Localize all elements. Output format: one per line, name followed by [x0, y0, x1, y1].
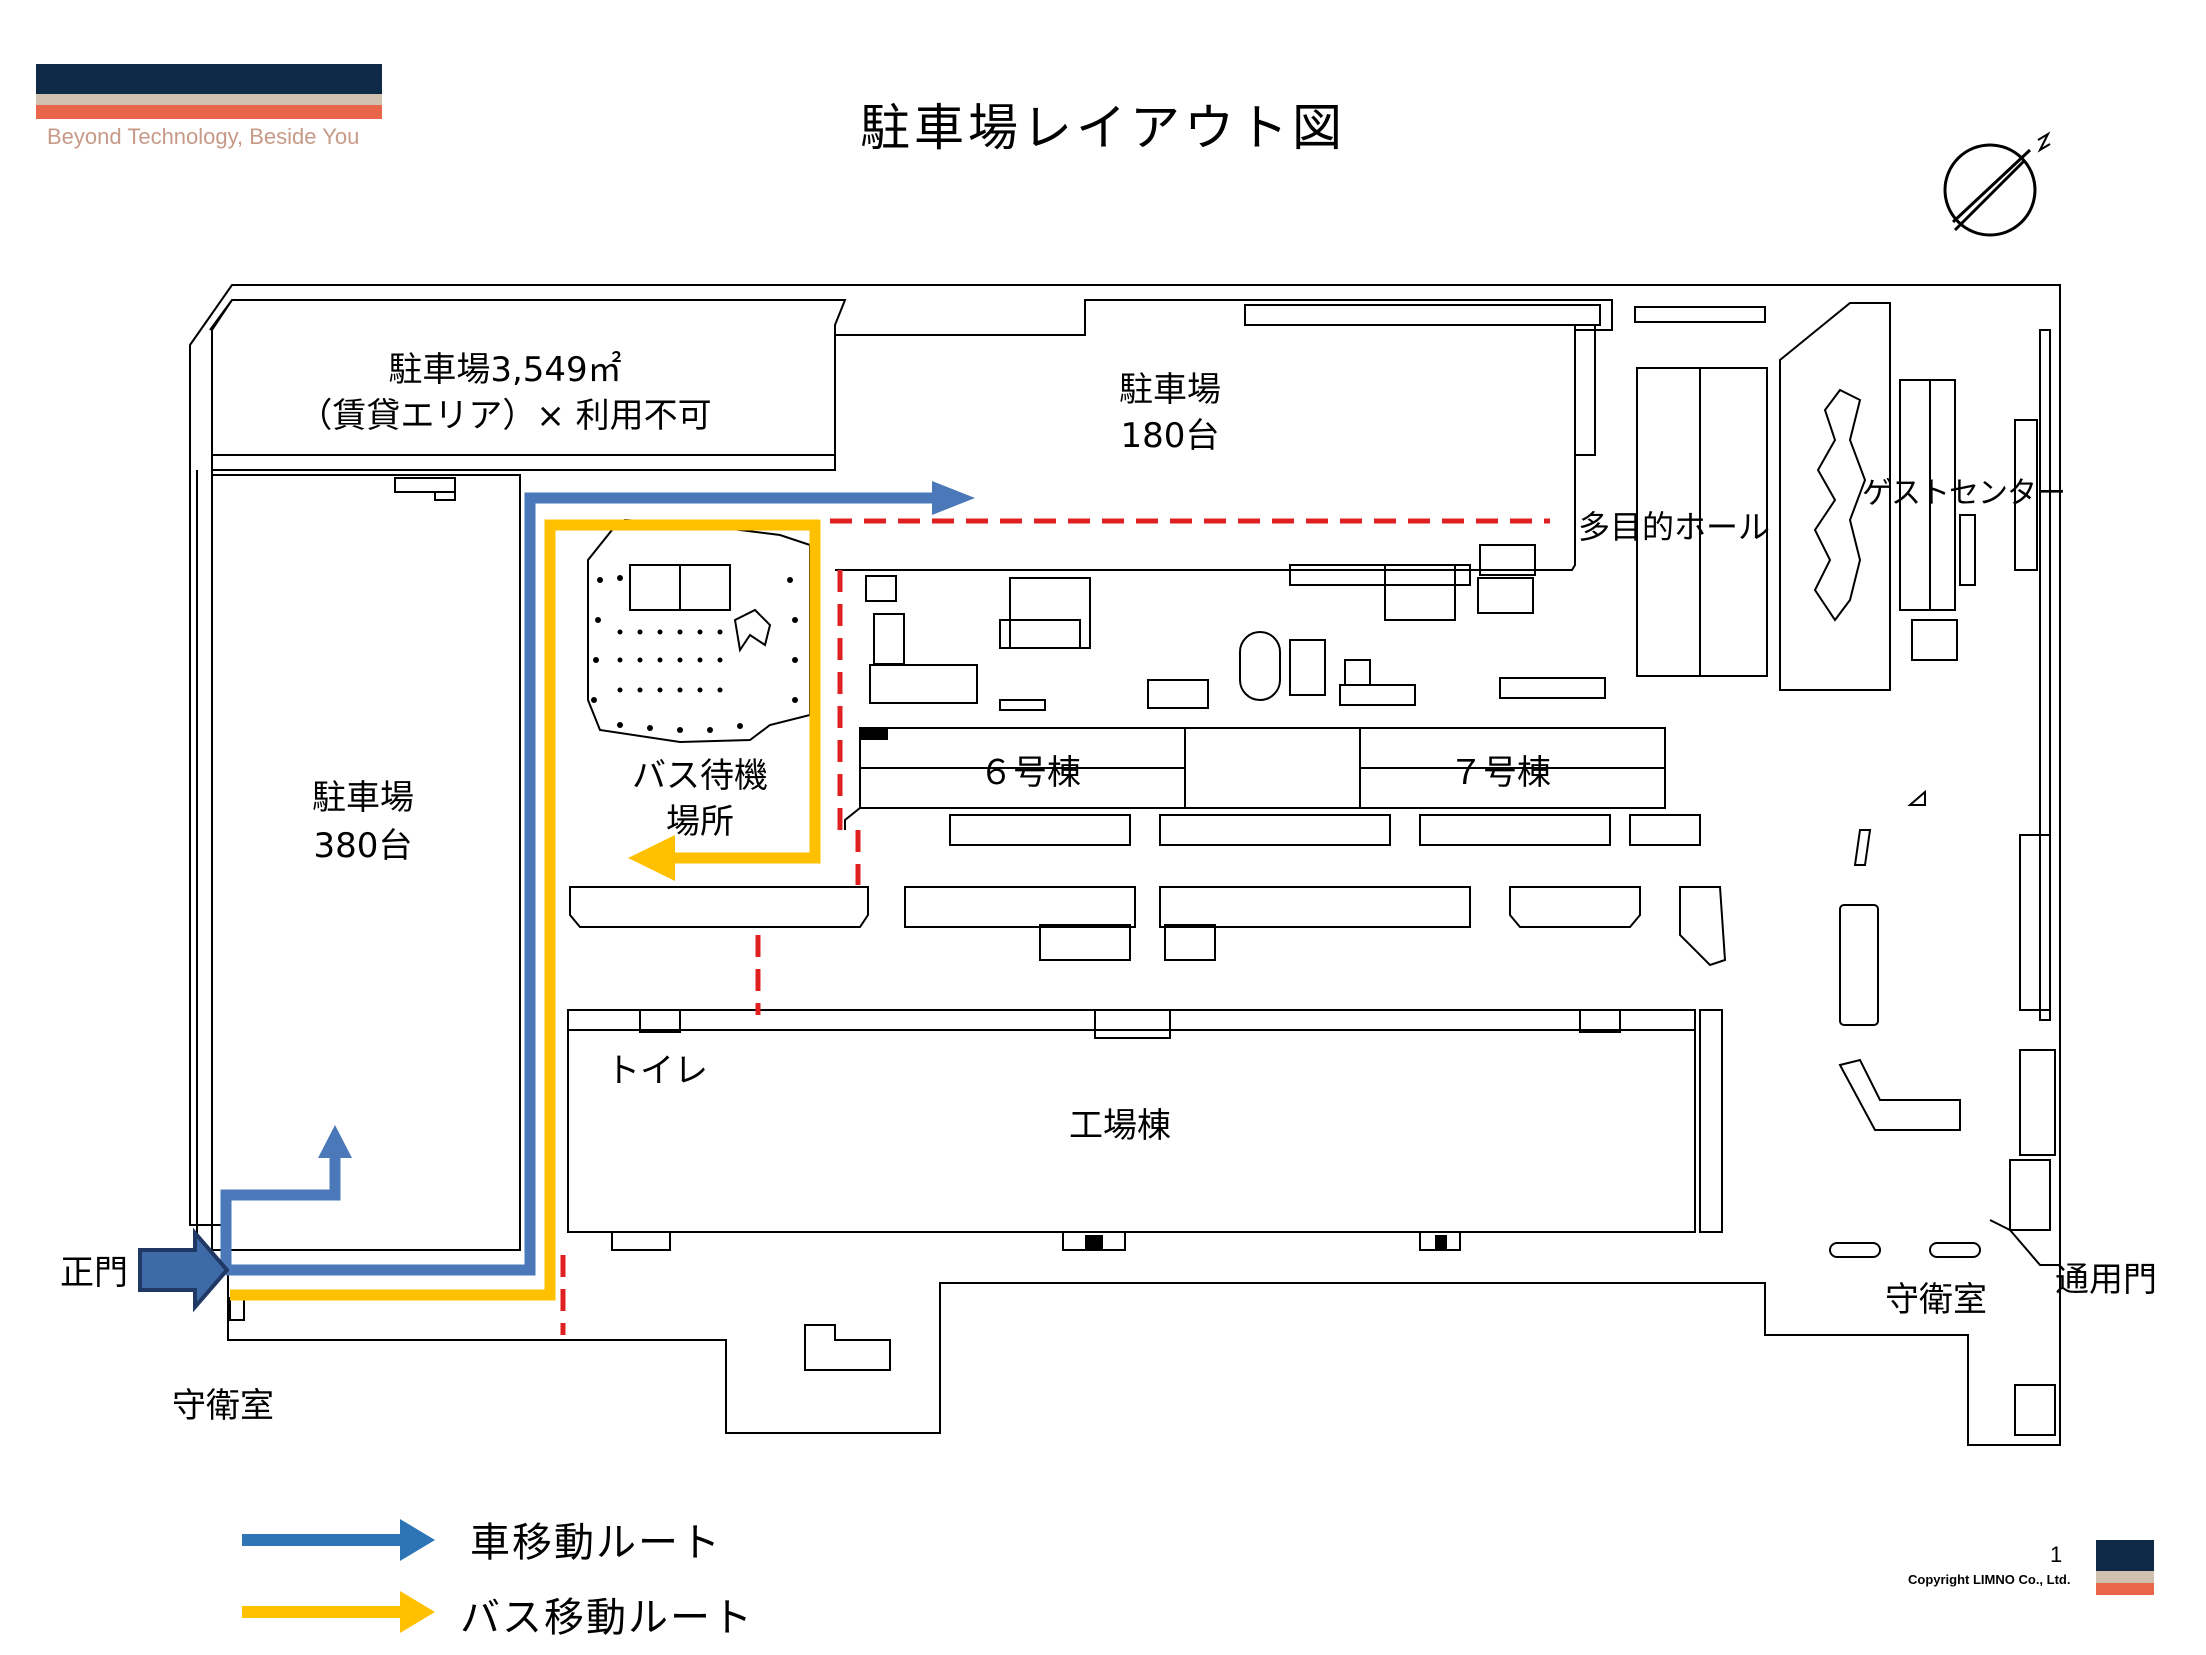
- building-6-label: ６号棟: [979, 753, 1081, 793]
- rental-parking-label-2: （賃貸エリア）× 利用不可: [298, 396, 712, 436]
- guard-room-right-label: 守衛室: [1885, 1280, 1987, 1320]
- legend-car-route-label: 車移動ルート: [470, 1520, 722, 1566]
- bus-wait-label-1: バス待機: [632, 756, 768, 796]
- boundary-dashed-lines: [560, 518, 1550, 1335]
- legend-bus-arrow-icon: [242, 1591, 435, 1633]
- north-parking-label-1: 駐車場: [1119, 370, 1221, 410]
- car-route-arrowhead: [932, 481, 975, 515]
- north-parking-area: [835, 299, 1613, 571]
- guard-room-left-label: 守衛室: [172, 1386, 274, 1426]
- toilet-label: トイレ: [606, 1051, 708, 1091]
- factory-label: 工場棟: [1069, 1106, 1171, 1146]
- service-gate-label: 通用門: [2055, 1260, 2157, 1300]
- legend-bus-route-label: バス移動ルート: [460, 1595, 754, 1641]
- brand-logo: [36, 64, 382, 119]
- multipurpose-hall: [1636, 367, 1768, 677]
- rental-parking-area: [211, 299, 847, 471]
- multipurpose-hall-label: 多目的ホール: [1578, 508, 1771, 546]
- car-route: [220, 492, 935, 1276]
- rental-parking-label-1: 駐車場3,549㎡: [388, 350, 622, 390]
- west-parking-area: [212, 474, 521, 1251]
- page-number: 1: [2050, 1542, 2063, 1567]
- copyright-text: Copyright LIMNO Co., Ltd.: [1908, 1572, 2071, 1587]
- main-gate-arrow-icon: [138, 1227, 230, 1313]
- page-title: 駐車場レイアウト図: [860, 99, 1346, 157]
- footer-logo: [2096, 1540, 2154, 1595]
- north-arrow-icon: [1943, 131, 2051, 237]
- car-route-branch-arrowhead: [318, 1125, 352, 1158]
- brand-tagline: Beyond Technology, Beside You: [47, 124, 360, 149]
- guest-center-label: ゲストセンター: [1862, 476, 2066, 511]
- bus-route-arrowhead: [628, 835, 675, 881]
- guest-center: [1779, 302, 1891, 691]
- main-gate-label: 正門: [60, 1253, 128, 1293]
- north-parking-label-2: 180台: [1120, 416, 1220, 456]
- building-7-label: ７号棟: [1449, 753, 1551, 793]
- west-parking-label-1: 駐車場: [312, 778, 414, 818]
- bus-route: [230, 519, 821, 1301]
- bus-wait-label-2: 場所: [666, 802, 734, 842]
- site-boundary: [189, 284, 2061, 1446]
- legend-car-arrow-icon: [242, 1519, 435, 1561]
- west-parking-label-2: 380台: [313, 826, 413, 866]
